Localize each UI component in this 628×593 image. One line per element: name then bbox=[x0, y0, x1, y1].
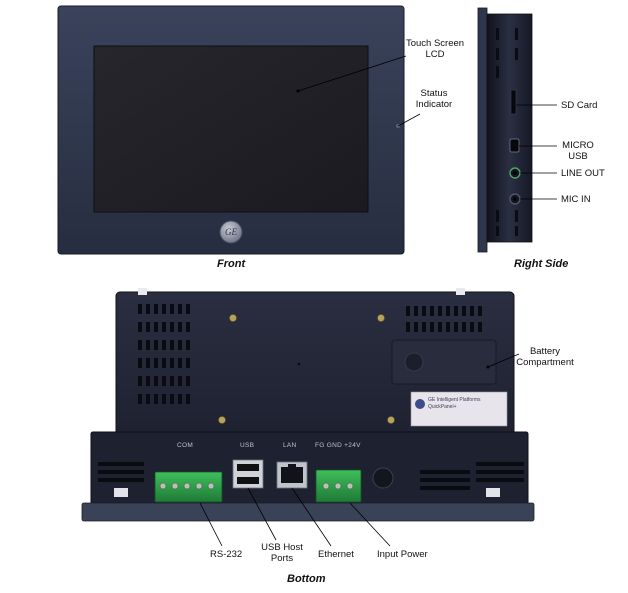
sd-card-slot bbox=[510, 89, 517, 115]
caption-bottom: Bottom bbox=[287, 573, 326, 585]
connector-side-vents bbox=[98, 462, 524, 490]
silk-lan: LAN bbox=[283, 442, 297, 449]
battery-cover-dimple bbox=[404, 352, 424, 372]
side-bezel bbox=[477, 7, 488, 253]
mount-clip-left bbox=[138, 288, 147, 295]
product-label-line-1: GE Intelligent Platforms bbox=[428, 397, 481, 403]
mount-clip-right bbox=[456, 288, 465, 295]
silk-usb: USB bbox=[240, 442, 255, 449]
callout-touch-screen: Touch Screen LCD bbox=[404, 38, 466, 60]
product-label-line-2: QuickPanel+ bbox=[428, 404, 457, 410]
leader-usb-host bbox=[247, 487, 277, 541]
callout-micro-usb-line-2: USB bbox=[568, 151, 588, 162]
callout-status-indicator: Status Indicator bbox=[408, 88, 460, 110]
power-terminal-block bbox=[315, 469, 362, 503]
bottom-view bbox=[81, 288, 535, 522]
callout-ethernet: Ethernet bbox=[318, 549, 354, 560]
rs232-terminal-block bbox=[154, 471, 223, 503]
callout-input-power: Input Power bbox=[377, 549, 428, 560]
callout-line-out: LINE OUT bbox=[561, 168, 605, 179]
ethernet-port bbox=[276, 461, 308, 489]
line-out-hole bbox=[513, 171, 517, 175]
callout-battery-line-1: Battery bbox=[529, 346, 561, 357]
callout-touch-screen-line-1: Touch Screen bbox=[405, 38, 465, 49]
ge-logo-icon bbox=[219, 220, 243, 244]
side-housing bbox=[486, 13, 533, 243]
product-label bbox=[410, 391, 508, 427]
left-clip bbox=[114, 488, 128, 497]
caption-front: Front bbox=[217, 258, 246, 270]
callout-touch-screen-line-2: LCD bbox=[425, 49, 445, 60]
callout-usb-host-line-1: USB Host bbox=[261, 542, 303, 553]
micro-usb-port bbox=[509, 138, 520, 153]
callout-sd-card: SD Card bbox=[561, 100, 598, 111]
callout-mic-in: MIC IN bbox=[561, 194, 591, 205]
back-vents-right bbox=[406, 306, 482, 332]
caption-right-side: Right Side bbox=[514, 258, 569, 270]
leader-rs232 bbox=[199, 502, 223, 547]
leader-input-power bbox=[349, 502, 391, 547]
callout-status-line-2: Indicator bbox=[415, 99, 453, 110]
front-view: GE bbox=[57, 5, 405, 255]
mounting-screws bbox=[218, 314, 395, 424]
back-vents-left bbox=[138, 304, 190, 404]
ge-logo-text: GE bbox=[225, 227, 237, 237]
center-hole bbox=[297, 362, 301, 366]
touch-screen-lcd bbox=[93, 45, 369, 213]
right-clip bbox=[486, 488, 500, 497]
callout-lines bbox=[199, 55, 557, 547]
silk-power: FG GND +24V bbox=[315, 442, 361, 449]
side-vents bbox=[496, 28, 518, 236]
callout-battery: Battery Compartment bbox=[510, 346, 580, 368]
callout-usb-host-line-2: Ports bbox=[270, 553, 294, 564]
callout-status-line-1: Status bbox=[420, 88, 448, 99]
leader-battery bbox=[487, 353, 520, 368]
mic-in-hole bbox=[513, 197, 517, 201]
callout-battery-line-2: Compartment bbox=[516, 357, 574, 368]
usb-host-ports bbox=[232, 459, 264, 489]
callout-micro-usb-line-1: MICRO bbox=[562, 140, 594, 151]
ground-knob bbox=[372, 467, 394, 489]
leader-ethernet bbox=[291, 487, 332, 547]
leader-status bbox=[397, 113, 421, 127]
battery-compartment bbox=[391, 339, 497, 385]
silk-com: COM bbox=[177, 442, 194, 449]
right-side-view bbox=[477, 7, 533, 253]
callout-micro-usb: MICRO USB bbox=[556, 140, 600, 162]
callout-rs232: RS-232 bbox=[210, 549, 243, 560]
label-logo-icon bbox=[415, 399, 425, 409]
leader-touch-screen bbox=[297, 55, 407, 92]
callout-usb-host: USB Host Ports bbox=[256, 542, 308, 564]
